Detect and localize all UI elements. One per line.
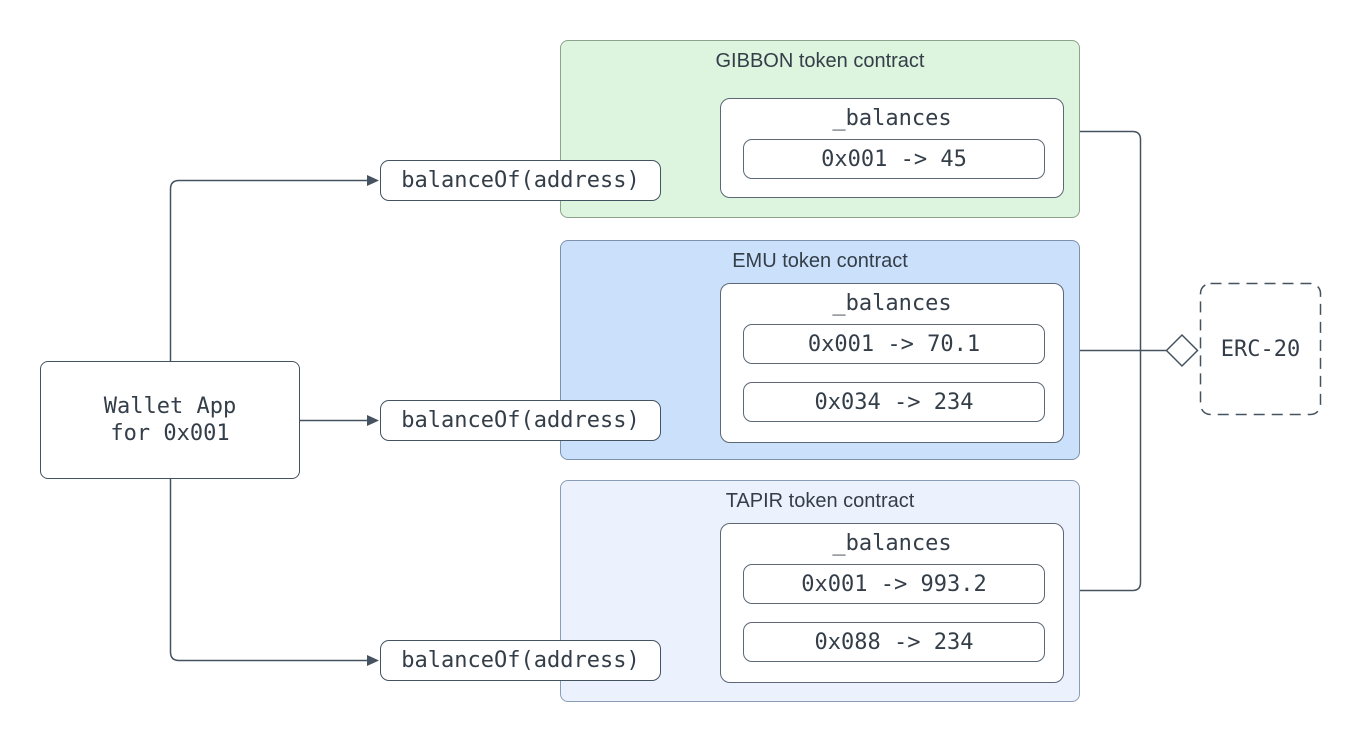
- connector-wallet-to-gibbon-call: [169, 179, 367, 361]
- balances-map-box-tapir: _balances 0x001 -> 993.2 0x088 -> 234: [720, 523, 1064, 683]
- balance-entry: 0x001 -> 70.1: [743, 324, 1045, 364]
- balanceof-call-gibbon: balanceOf(address): [380, 160, 661, 201]
- balance-entry: 0x088 -> 234: [743, 622, 1045, 662]
- balance-entry-text: 0x001 -> 993.2: [801, 571, 987, 597]
- arrowhead-icon: [367, 175, 379, 186]
- balanceof-call-tapir: balanceOf(address): [380, 640, 661, 681]
- wallet-app-label-line1: Wallet App: [103, 393, 237, 419]
- connector-gibbon-tapir-bus: [1080, 130, 1142, 592]
- wallet-app-label: Wallet App for 0x001: [104, 393, 236, 448]
- arrowhead-icon: [367, 655, 379, 666]
- balanceof-label: balanceOf(address): [401, 168, 640, 193]
- arrowhead-icon: [367, 415, 379, 426]
- balance-entry: 0x034 -> 234: [743, 382, 1045, 422]
- contract-title-emu: EMU token contract: [732, 250, 908, 272]
- balanceof-label: balanceOf(address): [401, 408, 640, 433]
- balances-map-title: _balances: [832, 291, 952, 316]
- balance-entry: 0x001 -> 993.2: [743, 564, 1045, 604]
- balance-entry-text: 0x001 -> 45: [821, 146, 967, 172]
- balance-entry-text: 0x001 -> 70.1: [807, 331, 981, 357]
- wallet-app-label-line2: for 0x001: [110, 421, 230, 446]
- interface-diamond-icon: [1165, 333, 1199, 368]
- balances-map-title: _balances: [832, 531, 952, 556]
- connector-wallet-to-tapir-call: [169, 479, 367, 662]
- contract-title-gibbon: GIBBON token contract: [715, 50, 925, 72]
- wallet-app-box: Wallet App for 0x001: [40, 361, 300, 479]
- balanceof-label: balanceOf(address): [401, 648, 640, 673]
- balances-map-box-emu: _balances 0x001 -> 70.1 0x034 -> 234: [720, 283, 1064, 443]
- balance-entry: 0x001 -> 45: [743, 139, 1045, 179]
- balanceof-call-emu: balanceOf(address): [380, 400, 661, 441]
- erc20-label-container: ERC-20: [1200, 283, 1321, 415]
- balances-map-box-gibbon: _balances 0x001 -> 45: [720, 98, 1064, 198]
- contract-title-tapir: TAPIR token contract: [725, 490, 915, 512]
- balance-entry-text: 0x034 -> 234: [814, 389, 974, 415]
- balance-entry-text: 0x088 -> 234: [814, 629, 974, 655]
- balances-map-title: _balances: [832, 106, 952, 131]
- erc20-label: ERC-20: [1220, 336, 1301, 362]
